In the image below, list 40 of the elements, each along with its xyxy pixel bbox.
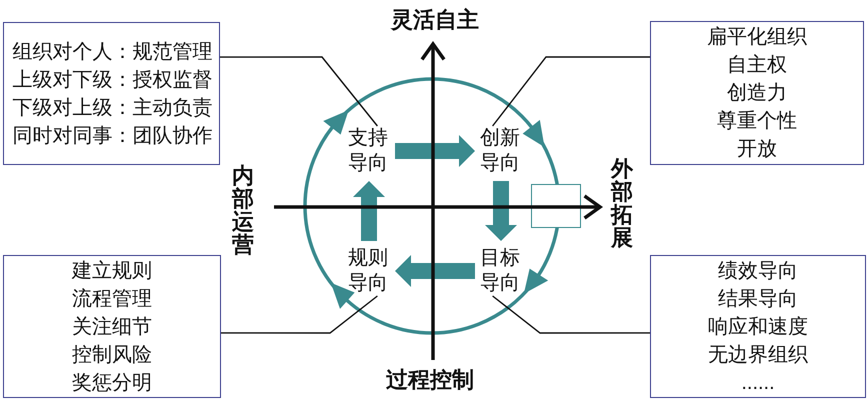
list-item: 创造力 [727, 81, 787, 106]
text-box [3, 22, 220, 165]
quadrant-label: 目标导向 [480, 246, 522, 296]
list-item: 尊重个性 [717, 109, 797, 134]
block-arrow [395, 255, 475, 287]
quadrant-label: 创新导向 [480, 126, 522, 176]
list-item: 组织对个人：规范管理 [12, 40, 212, 64]
list-item: 开放 [737, 137, 777, 162]
block-arrow [353, 181, 385, 241]
leader-line [220, 56, 378, 126]
text-box [650, 255, 866, 398]
axis-label: 灵活自主 [391, 8, 479, 32]
list-item: 响应和速度 [708, 314, 808, 340]
quadrant-label: 规则导向 [348, 246, 390, 296]
axis-label: 过程控制 [386, 368, 474, 392]
list-item: 关注细节 [72, 314, 152, 340]
text-box [650, 21, 864, 165]
leader-line [492, 295, 650, 334]
text-box [3, 255, 221, 398]
list-item: 扁平化组织 [707, 25, 807, 50]
block-arrow [485, 181, 517, 241]
list-item: 奖惩分明 [72, 370, 152, 396]
leader-line [221, 295, 378, 334]
list-item: 上级对下级：授权监督 [12, 68, 212, 92]
axis-label: 外部拓展 [610, 157, 634, 249]
list-item: 无边界组织 [708, 342, 808, 368]
empty-box [531, 184, 581, 228]
list-item: 自主权 [727, 53, 787, 78]
leader-line [492, 56, 650, 126]
list-item: 结果导向 [718, 286, 798, 312]
list-item: 绩效导向 [718, 258, 798, 284]
block-arrow [395, 135, 475, 167]
list-item: 流程管理 [72, 286, 152, 312]
axis-label: 内部运营 [232, 164, 254, 256]
list-item: 控制风险 [72, 342, 152, 368]
list-item: 同时对同事：团队协作 [12, 124, 212, 148]
list-item: ...... [741, 370, 775, 396]
list-item: 建立规则 [72, 258, 152, 284]
list-item: 下级对上级：主动负责 [12, 96, 212, 120]
quadrant-label: 支持导向 [348, 126, 390, 176]
